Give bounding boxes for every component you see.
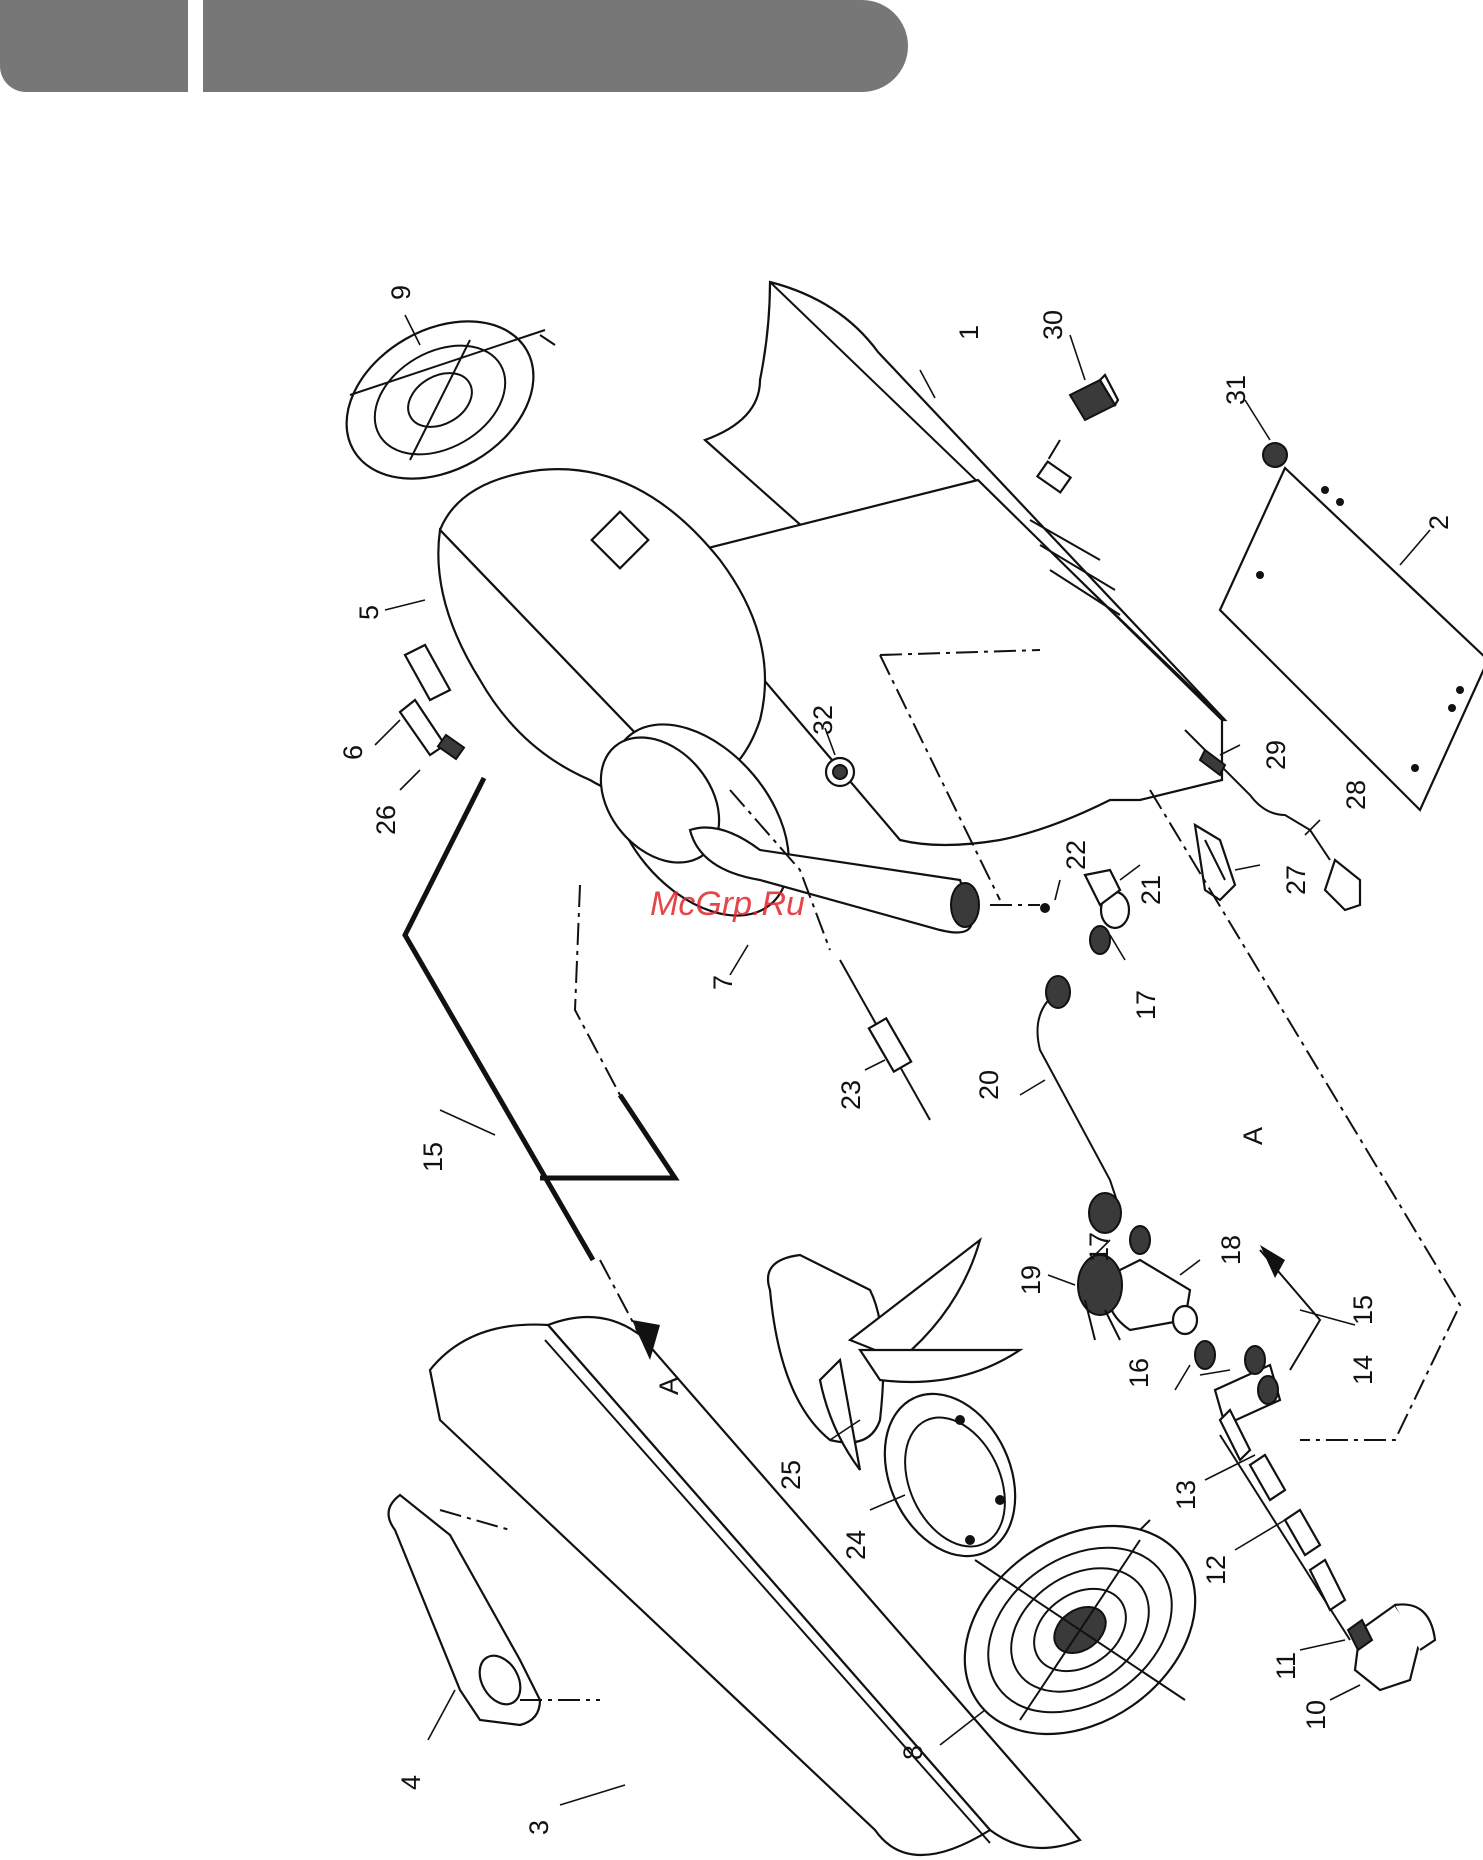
label-part-22: 22 <box>1061 840 1091 870</box>
label-part-20: 20 <box>974 1070 1004 1100</box>
label-part-15-lower: 15 <box>1348 1295 1378 1325</box>
label-part-25: 25 <box>776 1460 806 1490</box>
label-part-13: 13 <box>1171 1480 1201 1510</box>
label-part-17-upper: 17 <box>1131 990 1161 1020</box>
label-part-23: 23 <box>836 1080 866 1110</box>
label-part-3: 3 <box>524 1820 554 1835</box>
label-part-24: 24 <box>841 1530 871 1560</box>
label-connector-a-lower: A <box>1238 1127 1268 1145</box>
label-part-31: 31 <box>1221 375 1251 405</box>
part-bracket <box>400 645 464 759</box>
label-part-15-upper: 15 <box>418 1142 448 1172</box>
label-part-9: 9 <box>386 285 416 300</box>
label-part-11: 11 <box>1271 1652 1301 1680</box>
label-part-28: 28 <box>1341 780 1371 810</box>
label-part-16: 16 <box>1124 1358 1154 1388</box>
label-part-5: 5 <box>354 605 384 620</box>
label-part-30: 30 <box>1038 310 1068 340</box>
part-fan-motor <box>768 1240 1040 1577</box>
part-fuel-line <box>405 778 675 1360</box>
label-part-18: 18 <box>1216 1235 1246 1265</box>
label-connector-a-upper: A <box>654 1377 684 1395</box>
label-part-10: 10 <box>1301 1700 1331 1730</box>
label-part-19: 19 <box>1016 1265 1046 1295</box>
label-part-27: 27 <box>1281 865 1311 895</box>
label-part-21: 21 <box>1136 875 1166 905</box>
label-part-6: 6 <box>338 745 368 760</box>
label-part-32: 32 <box>808 705 838 735</box>
label-part-2: 2 <box>1424 515 1454 530</box>
label-part-4: 4 <box>396 1775 426 1790</box>
label-part-1: 1 <box>954 325 984 340</box>
label-part-12: 12 <box>1201 1555 1231 1585</box>
part-lower-shell <box>430 1317 1080 1855</box>
label-part-29: 29 <box>1261 740 1291 770</box>
label-part-7: 7 <box>708 975 738 990</box>
watermark: McGrp.Ru <box>650 885 805 923</box>
part-upper-housing <box>700 282 1225 845</box>
label-part-8: 8 <box>898 1745 928 1760</box>
label-part-26: 26 <box>371 805 401 835</box>
label-part-17-lower: 17 <box>1084 1232 1114 1262</box>
label-part-14: 14 <box>1348 1355 1378 1385</box>
